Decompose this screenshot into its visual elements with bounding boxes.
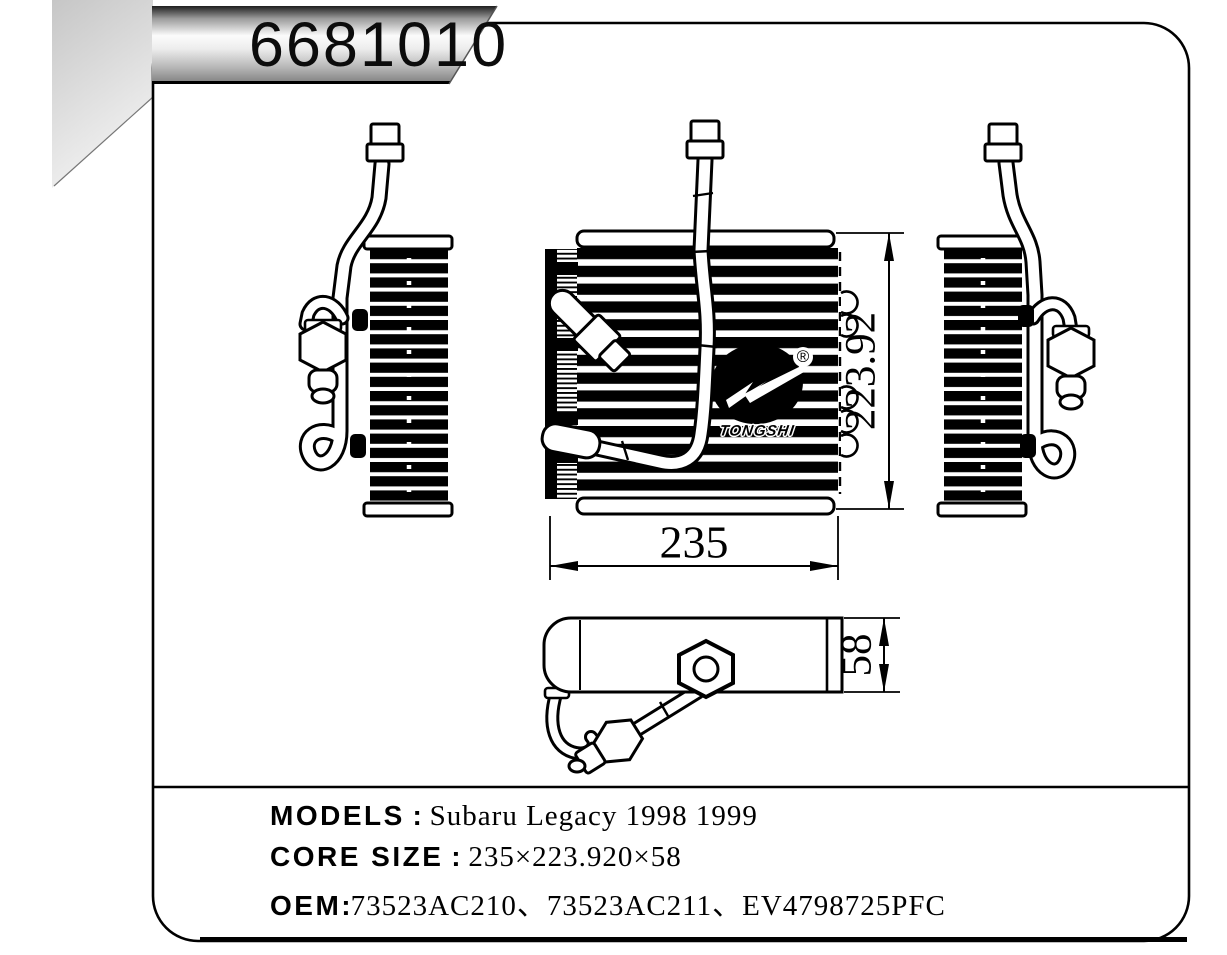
dimension-width-label: 235 — [659, 516, 729, 568]
part-number-text: 6681010 — [248, 10, 509, 80]
front-view — [540, 119, 859, 516]
expansion-valve-fitting — [547, 288, 632, 373]
part-number-banner-shape — [152, 5, 498, 85]
spec-row-oem: OEM:73523AC210、73523AC211、EV4798725PFC — [270, 882, 946, 924]
spec-value: 235×223.920×58 — [468, 841, 682, 873]
part-number: 6681010 — [152, 6, 527, 84]
spec-value: 73523AC210、73523AC211、EV4798725PFC — [350, 890, 946, 922]
spec-separator: : — [341, 890, 351, 921]
spec-table: MODELS : Subaru Legacy 1998 1999 CORE SI… — [270, 800, 946, 924]
spec-separator: : — [404, 800, 430, 831]
dimension-depth — [844, 617, 900, 693]
spec-label: OEM — [270, 890, 342, 921]
bottom-view — [542, 616, 844, 775]
dimension-width — [549, 516, 839, 580]
spec-row-models: MODELS : Subaru Legacy 1998 1999 — [270, 800, 946, 833]
side-view-right — [936, 122, 1096, 518]
registered-trademark-icon: ® — [793, 347, 813, 367]
spec-row-core-size: CORE SIZE : 235×223.920×58 — [270, 841, 946, 874]
dimension-height-label: 223.92 — [837, 311, 885, 431]
dimension-depth-label: 58 — [833, 633, 881, 677]
brand-logo — [711, 343, 804, 425]
brand-logo-text: TONGSHI — [718, 422, 796, 440]
spec-label: CORE SIZE — [270, 841, 444, 872]
frame-border — [151, 21, 1191, 943]
spec-value: Subaru Legacy 1998 1999 — [429, 800, 758, 832]
dimension-height — [836, 232, 904, 510]
spec-label: MODELS — [270, 800, 405, 831]
corner-shade — [52, 0, 154, 188]
spec-separator: : — [443, 841, 469, 872]
side-view-left — [298, 122, 454, 518]
